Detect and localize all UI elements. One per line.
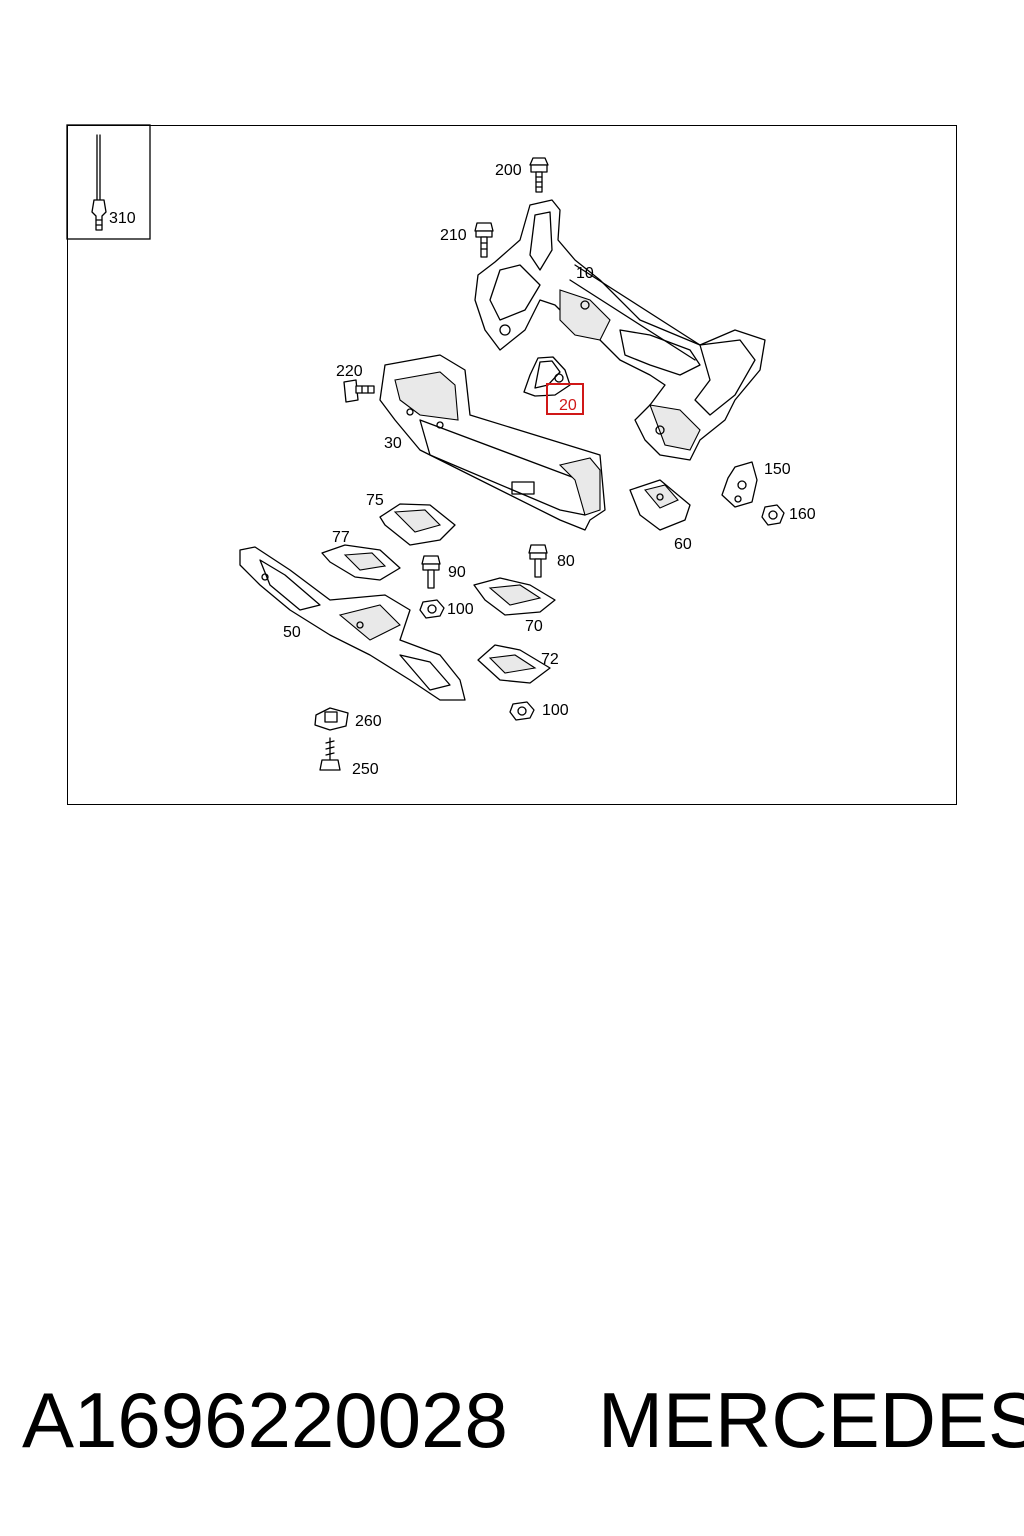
lower-crossmember-50-icon: [239, 546, 466, 701]
bolt-80-icon: [528, 544, 548, 578]
callout-30: 30: [384, 435, 402, 452]
bracket-70-icon: [473, 577, 556, 616]
clip-260-icon: [314, 707, 349, 731]
callout-50: 50: [283, 624, 301, 641]
callout-160: 160: [789, 506, 816, 523]
callout-77: 77: [332, 529, 350, 546]
bolt-90-icon: [421, 555, 441, 589]
callout-10: 10: [576, 265, 594, 282]
callout-90: 90: [448, 564, 466, 581]
bumper-beam-30-icon: [379, 354, 606, 531]
callout-260: 260: [355, 713, 382, 730]
bolt-210-icon: [474, 222, 494, 258]
callout-70: 70: [525, 618, 543, 635]
callout-60: 60: [674, 536, 692, 553]
callout-80: 80: [557, 553, 575, 570]
callout-100-lower: 100: [542, 702, 569, 719]
nut-160-icon: [761, 504, 785, 526]
screw-250-icon: [319, 737, 341, 771]
nut-100-upper-icon: [419, 599, 445, 619]
callout-220: 220: [336, 363, 363, 380]
callout-72: 72: [541, 651, 559, 668]
support-60-icon: [629, 479, 691, 531]
part-number: A1696220028: [22, 1376, 508, 1464]
inset-box: 310: [66, 124, 151, 240]
footer: A1696220028 MERCEDES: [0, 1370, 1024, 1470]
callout-100-upper: 100: [447, 601, 474, 618]
parts-diagram-frame: [67, 125, 957, 805]
bracket-150-icon: [721, 461, 758, 508]
callout-75: 75: [366, 492, 384, 509]
callout-150: 150: [764, 461, 791, 478]
callout-20-highlighted: 20: [559, 397, 577, 414]
nut-100-lower-icon: [509, 701, 535, 721]
panel-75-icon: [379, 503, 456, 546]
front-structure-10-icon: [474, 199, 766, 461]
bracket-20-icon: [523, 356, 571, 397]
panel-77-icon: [321, 544, 401, 581]
bolt-220-icon: [343, 379, 375, 403]
callout-310: 310: [109, 210, 136, 227]
bracket-72-icon: [477, 644, 551, 684]
brand-name: MERCEDES: [598, 1376, 1024, 1464]
bolt-200-icon: [529, 157, 549, 193]
callout-210: 210: [440, 227, 467, 244]
callout-200: 200: [495, 162, 522, 179]
callout-250: 250: [352, 761, 379, 778]
cable-tie-310-icon: [91, 134, 107, 231]
highlight-box-20: [546, 383, 584, 415]
